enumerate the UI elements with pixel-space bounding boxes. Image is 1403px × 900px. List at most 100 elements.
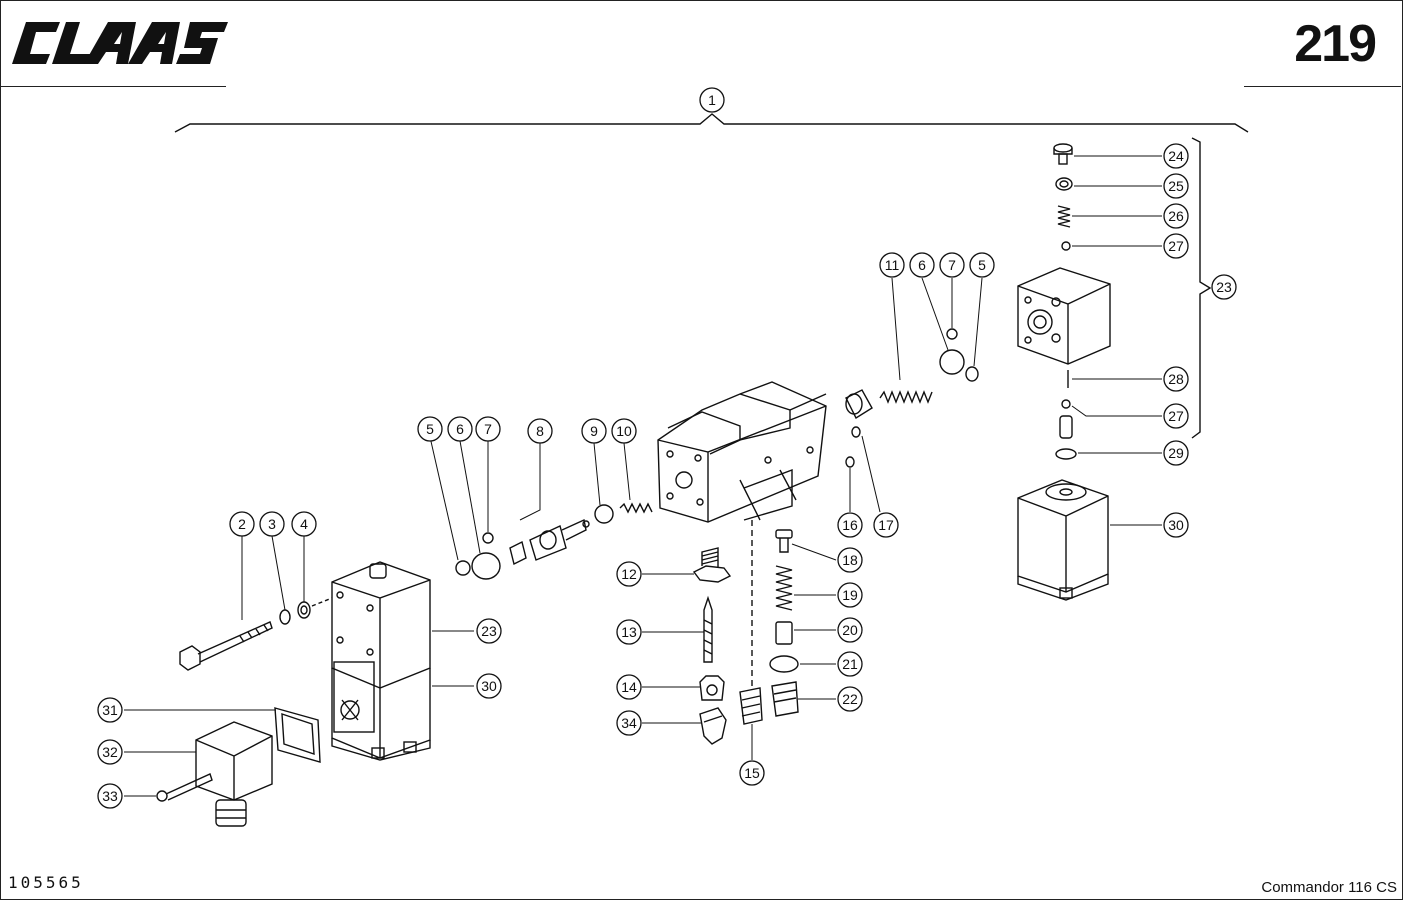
o-ring-6b bbox=[939, 349, 965, 375]
assembly-bracket-23 bbox=[1191, 137, 1212, 439]
callout-25: 25 bbox=[1163, 173, 1189, 199]
callout-3: 3 bbox=[259, 511, 285, 537]
spring-26 bbox=[1057, 205, 1071, 228]
o-ring-7b bbox=[946, 328, 958, 340]
svg-text:19: 19 bbox=[842, 587, 858, 603]
ball-27b bbox=[1061, 399, 1071, 409]
callout-6b: 6 bbox=[909, 252, 935, 278]
svg-text:1: 1 bbox=[708, 92, 716, 108]
svg-text:27: 27 bbox=[1168, 408, 1184, 424]
svg-text:7: 7 bbox=[484, 421, 492, 437]
svg-text:6: 6 bbox=[456, 421, 464, 437]
solenoid-coil-30 bbox=[1017, 479, 1109, 601]
pin-13 bbox=[703, 595, 713, 663]
callout-7b: 7 bbox=[939, 252, 965, 278]
valve-cap-block bbox=[1017, 267, 1111, 365]
callout-1: 1 bbox=[699, 87, 725, 113]
plug-17 bbox=[851, 426, 861, 438]
callout-32: 32 bbox=[97, 739, 123, 765]
leader-lines bbox=[124, 155, 1162, 797]
cap-14 bbox=[699, 675, 725, 701]
callout-10: 10 bbox=[611, 418, 637, 444]
callout-20: 20 bbox=[837, 617, 863, 643]
callout-23b: 23 bbox=[1211, 274, 1237, 300]
sleeve-20 bbox=[775, 621, 793, 645]
connector-plug-32 bbox=[195, 721, 273, 827]
callout-18: 18 bbox=[837, 547, 863, 573]
washer-4 bbox=[297, 601, 311, 619]
callout-6a: 6 bbox=[447, 416, 473, 442]
callout-21: 21 bbox=[837, 651, 863, 677]
callout-27b: 27 bbox=[1163, 403, 1189, 429]
screw-33 bbox=[156, 773, 213, 802]
o-ring-7a bbox=[482, 532, 494, 544]
washer-3 bbox=[279, 609, 291, 625]
svg-text:13: 13 bbox=[621, 624, 637, 640]
svg-text:31: 31 bbox=[102, 702, 118, 718]
svg-text:23: 23 bbox=[1216, 279, 1232, 295]
svg-text:27: 27 bbox=[1168, 238, 1184, 254]
drawing-number: 105565 bbox=[8, 873, 84, 892]
callout-30a: 30 bbox=[476, 673, 502, 699]
callout-34: 34 bbox=[616, 710, 642, 736]
plug-22 bbox=[771, 681, 799, 717]
svg-text:28: 28 bbox=[1168, 371, 1184, 387]
nut-25 bbox=[1055, 177, 1073, 191]
fitting-15 bbox=[739, 520, 763, 725]
o-ring-29 bbox=[1055, 448, 1077, 460]
svg-text:30: 30 bbox=[481, 678, 497, 694]
claas-logo bbox=[12, 22, 228, 64]
cap-34 bbox=[699, 707, 727, 745]
ball-27a bbox=[1061, 241, 1071, 251]
svg-text:29: 29 bbox=[1168, 445, 1184, 461]
callout-29: 29 bbox=[1163, 440, 1189, 466]
svg-text:21: 21 bbox=[842, 656, 858, 672]
fitting-12 bbox=[692, 547, 732, 583]
valve-body bbox=[657, 381, 827, 523]
svg-text:34: 34 bbox=[621, 715, 637, 731]
svg-text:17: 17 bbox=[878, 517, 894, 533]
screw-24 bbox=[1053, 143, 1073, 165]
callout-2: 2 bbox=[229, 511, 255, 537]
svg-text:6: 6 bbox=[918, 257, 926, 273]
callout-31: 31 bbox=[97, 697, 123, 723]
o-ring-21 bbox=[769, 655, 799, 673]
svg-text:14: 14 bbox=[621, 679, 637, 695]
svg-text:18: 18 bbox=[842, 552, 858, 568]
svg-text:23: 23 bbox=[481, 623, 497, 639]
svg-text:11: 11 bbox=[885, 257, 900, 273]
plug-16 bbox=[845, 456, 855, 468]
spring-10 bbox=[619, 502, 653, 514]
svg-text:2: 2 bbox=[238, 516, 246, 532]
svg-text:25: 25 bbox=[1168, 178, 1184, 194]
svg-text:30: 30 bbox=[1168, 517, 1184, 533]
callout-12: 12 bbox=[616, 561, 642, 587]
svg-text:5: 5 bbox=[978, 257, 986, 273]
callout-13: 13 bbox=[616, 619, 642, 645]
svg-text:10: 10 bbox=[616, 423, 632, 439]
callout-26: 26 bbox=[1163, 203, 1189, 229]
gasket-31 bbox=[274, 707, 321, 763]
callout-24: 24 bbox=[1163, 143, 1189, 169]
plunger bbox=[1059, 415, 1073, 439]
svg-text:32: 32 bbox=[102, 744, 118, 760]
svg-text:7: 7 bbox=[948, 257, 956, 273]
o-ring-6a bbox=[471, 552, 501, 580]
svg-text:16: 16 bbox=[842, 517, 858, 533]
svg-text:9: 9 bbox=[590, 423, 598, 439]
svg-text:15: 15 bbox=[744, 765, 760, 781]
callout-15: 15 bbox=[739, 760, 765, 786]
svg-text:5: 5 bbox=[426, 421, 434, 437]
svg-text:26: 26 bbox=[1168, 208, 1184, 224]
callout-23a: 23 bbox=[476, 618, 502, 644]
callout-5a: 5 bbox=[417, 416, 443, 442]
header-rule-right bbox=[1244, 86, 1401, 87]
spool-8 bbox=[509, 518, 590, 566]
spring-11 bbox=[879, 390, 933, 404]
callout-27a: 27 bbox=[1163, 233, 1189, 259]
svg-text:22: 22 bbox=[842, 691, 858, 707]
svg-text:12: 12 bbox=[621, 566, 637, 582]
callout-8: 8 bbox=[527, 418, 553, 444]
svg-text:8: 8 bbox=[536, 423, 544, 439]
